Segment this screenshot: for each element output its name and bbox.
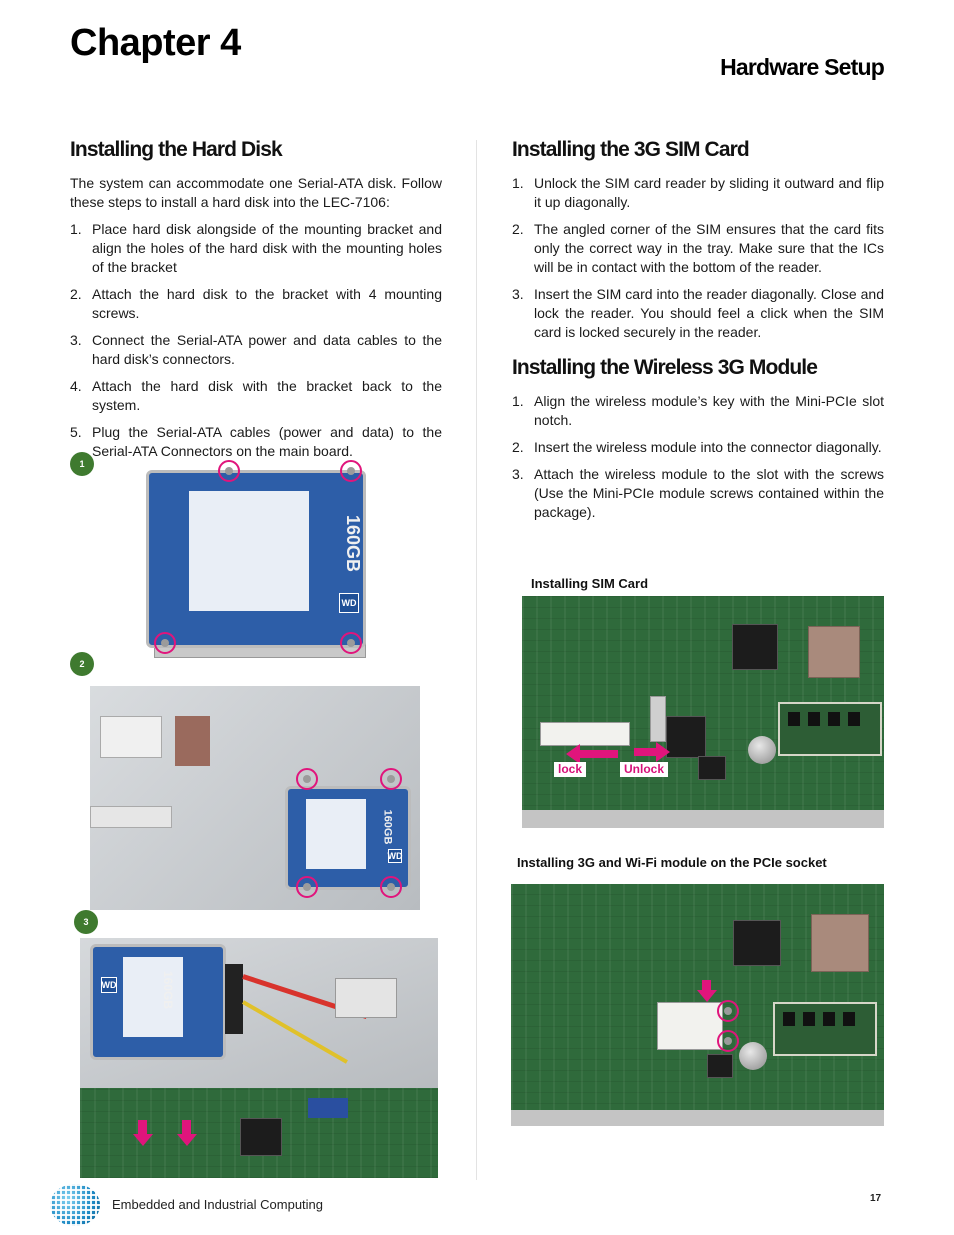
chassis-edge (511, 1110, 884, 1126)
figure-step-badge-1: 1 (70, 452, 94, 476)
company-logo-icon (50, 1184, 100, 1226)
disk-capacity: 160GB (161, 970, 176, 1010)
arrow-shaft (578, 750, 618, 758)
chip (698, 756, 726, 780)
hard-disk: 160GB WD (285, 786, 411, 890)
rtc-battery (748, 736, 776, 764)
figure-step-badge-2: 2 (70, 652, 94, 676)
unlock-arrow-icon (656, 742, 670, 762)
hard-disk-intro: The system can accommodate one Serial-AT… (70, 175, 442, 210)
right-column: Installing the 3G SIM Card 1.Unlock the … (512, 138, 884, 530)
hard-disk-section: Installing the Hard Disk The system can … (70, 138, 442, 469)
page-number: 17 (870, 1193, 882, 1204)
disk-label (189, 491, 309, 611)
disk-label (306, 799, 366, 869)
chip (240, 1118, 282, 1156)
memory-module (778, 702, 882, 756)
thermal-pad (175, 716, 210, 766)
step-item: 4.Attach the hard disk with the bracket … (70, 378, 442, 413)
chip (808, 626, 860, 678)
disk-capacity: 160GB (343, 514, 364, 573)
wireless-heading: Installing the Wireless 3G Module (512, 356, 818, 379)
step-item: 2.Attach the hard disk to the bracket wi… (70, 286, 442, 321)
wireless-module-slot (540, 722, 630, 746)
hard-disk: 160GB WD (90, 944, 226, 1060)
sim-card-photo: lock Unlock (522, 596, 884, 828)
pcie-module-photo (511, 884, 884, 1126)
chassis-edge (522, 810, 884, 828)
step-item: 3.Attach the wireless module to the slot… (512, 466, 884, 520)
screw-highlight (296, 768, 318, 790)
wireless-module (657, 1002, 723, 1050)
wireless-steps: 1.Align the wireless module’s key with t… (512, 392, 884, 522)
sata-power-cable (242, 1000, 348, 1064)
arrow-shaft (634, 748, 658, 756)
wd-logo-icon: WD (387, 849, 403, 863)
pcie-figure-caption: Installing 3G and Wi-Fi module on the PC… (517, 855, 827, 870)
screw-highlight (340, 460, 362, 482)
disk-label (123, 957, 183, 1037)
sim-card-heading: Installing the 3G SIM Card (512, 138, 750, 161)
sim-card-reader (650, 696, 666, 742)
chassis-block (335, 978, 397, 1018)
hdd-chassis-photo: 160GB WD (90, 686, 420, 910)
step-item: 3.Connect the Serial-ATA power and data … (70, 332, 442, 367)
hdd-bracket-photo: 160GB WD (126, 460, 376, 660)
column-divider (476, 140, 477, 1180)
chassis-block (100, 716, 162, 758)
lock-arrow-icon (566, 744, 580, 764)
screw-highlight (717, 1030, 739, 1052)
screw-highlight (380, 876, 402, 898)
step-item: 3.Insert the SIM card into the reader di… (512, 286, 884, 340)
unlock-label: Unlock (620, 762, 669, 777)
wd-logo-icon: WD (339, 593, 359, 613)
chassis-rail (90, 806, 172, 828)
figure-step-badge-3: 3 (74, 910, 98, 934)
wd-logo-icon: WD (101, 977, 117, 993)
step-item: 2.The angled corner of the SIM ensures t… (512, 221, 884, 275)
step-item: 1.Place hard disk alongside of the mount… (70, 221, 442, 275)
main-board (80, 1088, 438, 1178)
disk-capacity: 160GB (381, 809, 394, 845)
chip (811, 914, 869, 972)
hard-disk-steps: 1.Place hard disk alongside of the mount… (70, 220, 442, 461)
chip (732, 624, 778, 670)
screw-highlight (296, 876, 318, 898)
memory-module (773, 1002, 877, 1056)
down-arrow-icon (177, 1134, 197, 1146)
lock-label: lock (554, 762, 587, 777)
sim-figure-caption: Installing SIM Card (531, 576, 649, 591)
step-item: 2.Insert the wireless module into the co… (512, 439, 882, 455)
footer-text: Embedded and Industrial Computing (112, 1197, 324, 1212)
arrow-shaft (702, 980, 711, 992)
step-item: 5.Plug the Serial-ATA cables (power and … (70, 424, 442, 459)
sata-connector (225, 964, 243, 1034)
screw-highlight (340, 632, 362, 654)
chip (666, 716, 706, 758)
hard-disk-heading: Installing the Hard Disk (70, 138, 283, 161)
down-arrow-icon (697, 990, 717, 1002)
arrow-shaft (182, 1120, 191, 1134)
step-item: 1.Unlock the SIM card reader by sliding … (512, 175, 884, 210)
screw-highlight (218, 460, 240, 482)
arrow-shaft (138, 1120, 147, 1134)
rtc-battery (739, 1042, 767, 1070)
step-item: 1.Align the wireless module’s key with t… (512, 393, 884, 428)
screw-highlight (154, 632, 176, 654)
screw-highlight (717, 1000, 739, 1022)
chip (733, 920, 781, 966)
sim-card-steps: 1.Unlock the SIM card reader by sliding … (512, 174, 884, 342)
down-arrow-icon (133, 1134, 153, 1146)
chapter-title: Chapter 4 (70, 22, 241, 64)
section-title: Hardware Setup (720, 54, 885, 80)
hard-disk: 160GB WD (146, 470, 366, 648)
hdd-cables-photo: 160GB WD (80, 938, 438, 1178)
vga-connector (308, 1098, 348, 1118)
screw-highlight (380, 768, 402, 790)
chip (707, 1054, 733, 1078)
